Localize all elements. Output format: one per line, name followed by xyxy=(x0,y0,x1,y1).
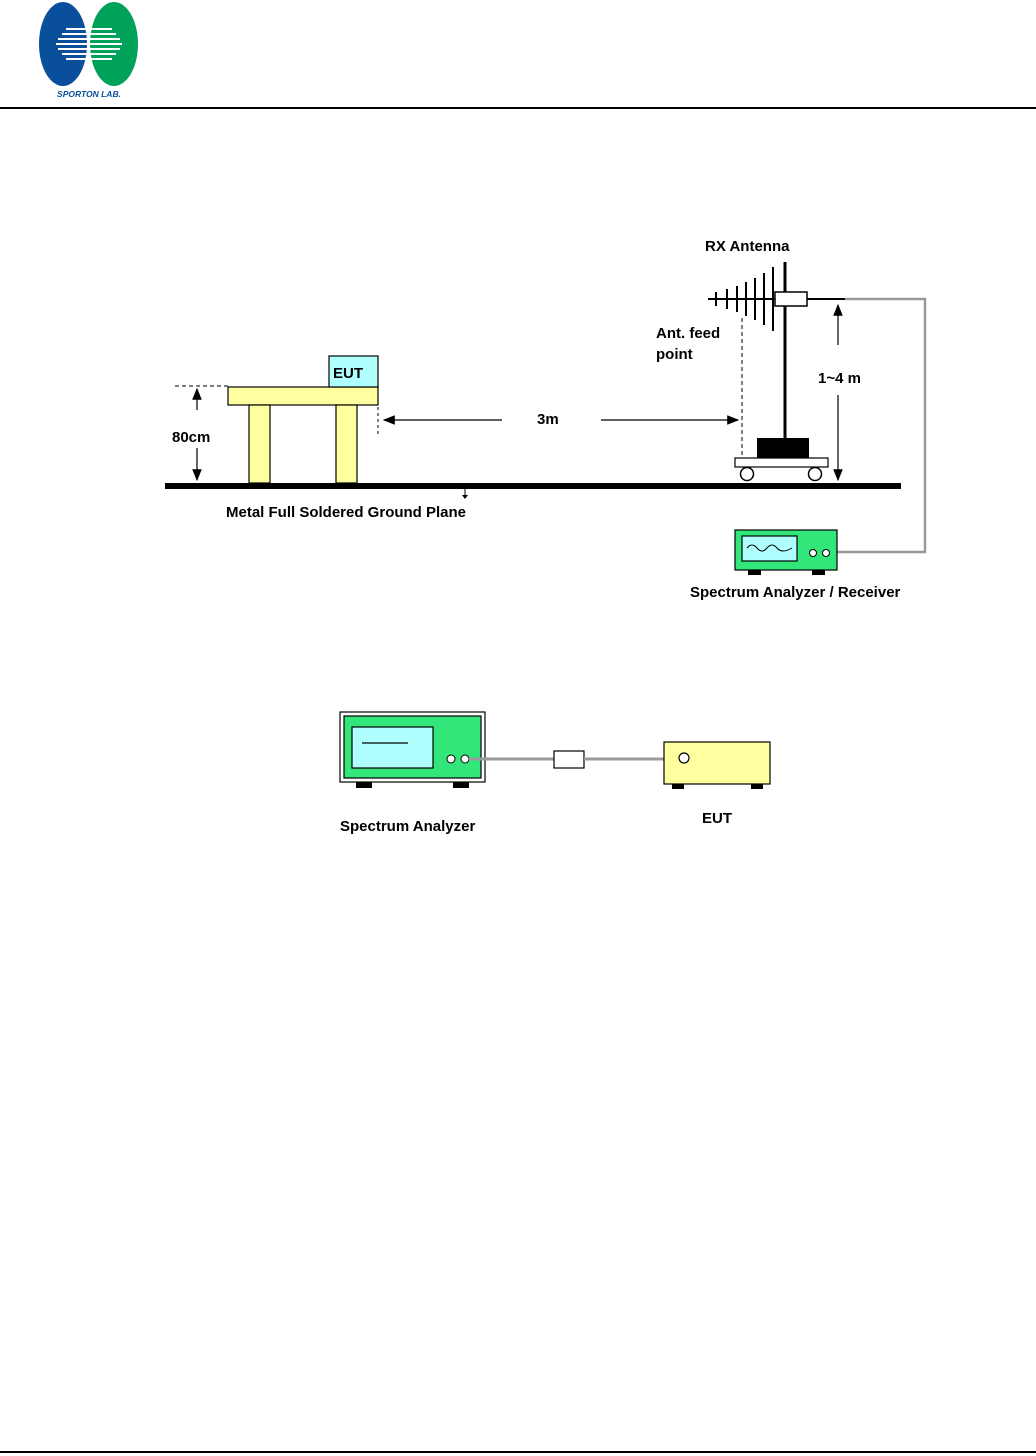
distance-label: 3m xyxy=(537,411,559,428)
height-label: 80cm xyxy=(172,429,210,446)
analyzer-label: Spectrum Analyzer xyxy=(340,818,475,835)
receiver-cable xyxy=(836,299,925,552)
table xyxy=(228,387,378,483)
antenna-label: RX Antenna xyxy=(705,238,790,255)
spectrum-analyzer xyxy=(340,712,485,788)
feed-label-line2: point xyxy=(656,346,693,363)
conducted-eut xyxy=(664,742,770,789)
ground-plane xyxy=(165,483,901,489)
ground-plane-label: Metal Full Soldered Ground Plane xyxy=(226,504,466,521)
attenuator xyxy=(554,751,584,768)
spectrum-analyzer-receiver xyxy=(735,530,837,575)
radiated-setup-diagram: EUT 80cm 3m Ant. feed point xyxy=(165,238,925,601)
feed-label-line1: Ant. feed xyxy=(656,325,720,342)
conducted-eut-label: EUT xyxy=(702,810,732,827)
antenna-height-label: 1~4 m xyxy=(818,370,861,387)
footer-rule xyxy=(0,1451,1036,1453)
receiver-label: Spectrum Analyzer / Receiver xyxy=(690,584,901,601)
feed-point-box xyxy=(775,292,807,306)
eut-box: EUT xyxy=(329,356,378,387)
eut-label: EUT xyxy=(333,365,363,382)
conducted-setup-diagram: Spectrum Analyzer EUT xyxy=(340,712,770,835)
